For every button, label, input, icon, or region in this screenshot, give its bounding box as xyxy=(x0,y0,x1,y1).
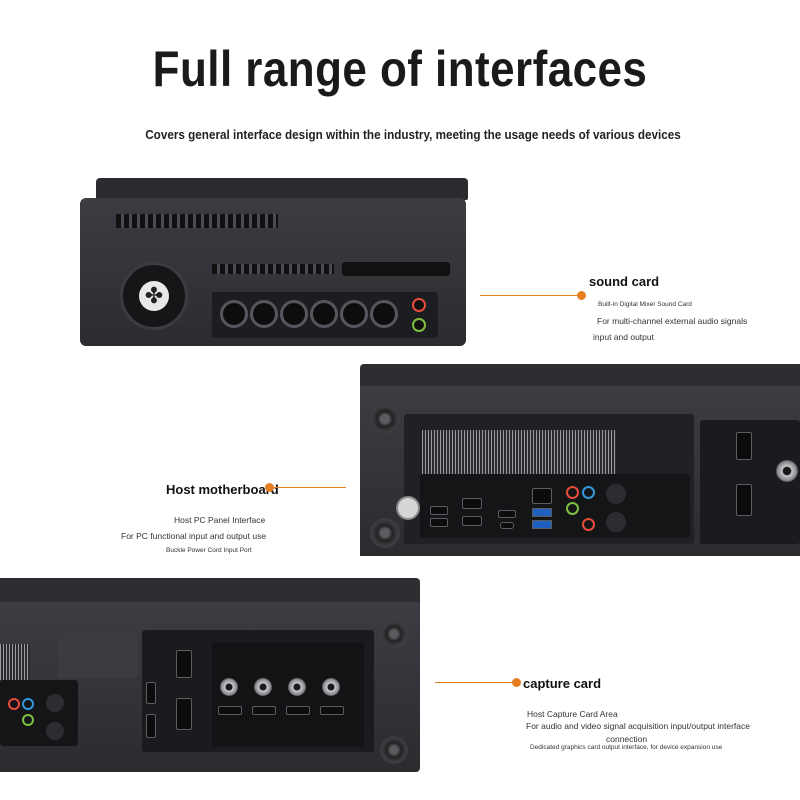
audio-jack-icon xyxy=(8,698,20,710)
xlr-jack-icon xyxy=(220,300,248,328)
hdmi-port-icon xyxy=(252,706,276,715)
host-motherboard-heading: Host motherboard xyxy=(166,482,279,497)
vga-port-icon xyxy=(176,698,192,730)
vga-port-icon xyxy=(736,432,752,460)
usb-c-port-icon xyxy=(500,522,514,529)
vga-port-icon xyxy=(176,650,192,678)
audio-jack-icon xyxy=(566,502,579,515)
audio-jack-icon xyxy=(22,698,34,710)
audio-jack-icon xyxy=(582,518,595,531)
io-panel xyxy=(396,474,690,538)
host-motherboard-line3: Buckle Power Cord Input Port xyxy=(166,547,252,554)
hdmi-port-icon xyxy=(320,706,344,715)
audio-jack-icon xyxy=(566,486,579,499)
sound-card-leader-line xyxy=(480,295,580,296)
xlr-jack-icon xyxy=(370,300,398,328)
ethernet-port-icon xyxy=(532,488,552,504)
device-motherboard-view xyxy=(360,364,800,560)
capture-card-line3: connection xyxy=(606,734,648,744)
capture-card-line2: For audio and video signal acquisition i… xyxy=(526,721,750,731)
hdmi-port-icon xyxy=(286,706,310,715)
bnc-connector-icon xyxy=(220,678,238,696)
capture-card-heading: capture card xyxy=(523,676,602,691)
fan-icon: ✤ xyxy=(120,262,188,330)
usb-port-icon xyxy=(430,506,448,515)
hdmi-port-icon xyxy=(218,706,242,715)
capture-card-leader-line xyxy=(435,682,515,683)
capture-card-marker xyxy=(512,678,521,687)
sound-card-line3: input and output xyxy=(593,332,654,342)
usb-port-icon xyxy=(498,510,516,518)
vent-grille xyxy=(116,214,278,228)
page-title: Full range of interfaces xyxy=(152,41,648,97)
capture-card-line1: Host Capture Card Area xyxy=(527,709,618,719)
capture-card-panel xyxy=(212,642,364,746)
xlr-jack-icon xyxy=(280,300,308,328)
hdmi-port-icon xyxy=(462,516,482,526)
usb-port-icon xyxy=(430,518,448,527)
bnc-connector-icon xyxy=(322,678,340,696)
audio-jack-green-icon xyxy=(412,318,426,332)
device-sound-card-view: ✤ xyxy=(80,178,470,350)
xlr-jack-icon xyxy=(340,300,368,328)
xlr-jack-icon xyxy=(310,300,338,328)
audio-jack-icon xyxy=(582,486,595,499)
host-motherboard-line1: Host PC Panel Interface xyxy=(174,515,266,525)
hdmi-port-icon xyxy=(146,682,156,704)
sound-card-line1: Built-in Digital Mixer Sound Card xyxy=(598,301,692,308)
usb3-port-icon xyxy=(532,520,552,529)
sound-card-marker xyxy=(577,291,586,300)
device-capture-card-view xyxy=(0,578,420,774)
host-motherboard-leader-line xyxy=(272,487,346,488)
host-motherboard-marker xyxy=(265,483,274,492)
sound-card-heading: sound card xyxy=(589,274,660,289)
host-motherboard-line2: For PC functional input and output use xyxy=(121,531,267,541)
power-connector-icon xyxy=(396,496,420,520)
displayport-icon xyxy=(462,498,482,509)
bnc-connector-icon xyxy=(776,460,798,482)
xlr-jack-icon xyxy=(250,300,278,328)
hdmi-port-icon xyxy=(146,714,156,738)
bnc-connector-icon xyxy=(254,678,272,696)
vga-port-icon xyxy=(736,484,752,516)
audio-jack-red-icon xyxy=(412,298,426,312)
audio-port-panel xyxy=(212,292,438,338)
heatsink-fins xyxy=(422,430,616,474)
audio-jack-icon xyxy=(22,714,34,726)
usb3-port-icon xyxy=(532,508,552,517)
sound-card-line2: For multi-channel external audio signals xyxy=(597,316,748,326)
page-subtitle: Covers general interface design within t… xyxy=(145,127,681,142)
bnc-connector-icon xyxy=(288,678,306,696)
capture-card-line4: Dedicated graphics card output interface… xyxy=(530,744,723,751)
